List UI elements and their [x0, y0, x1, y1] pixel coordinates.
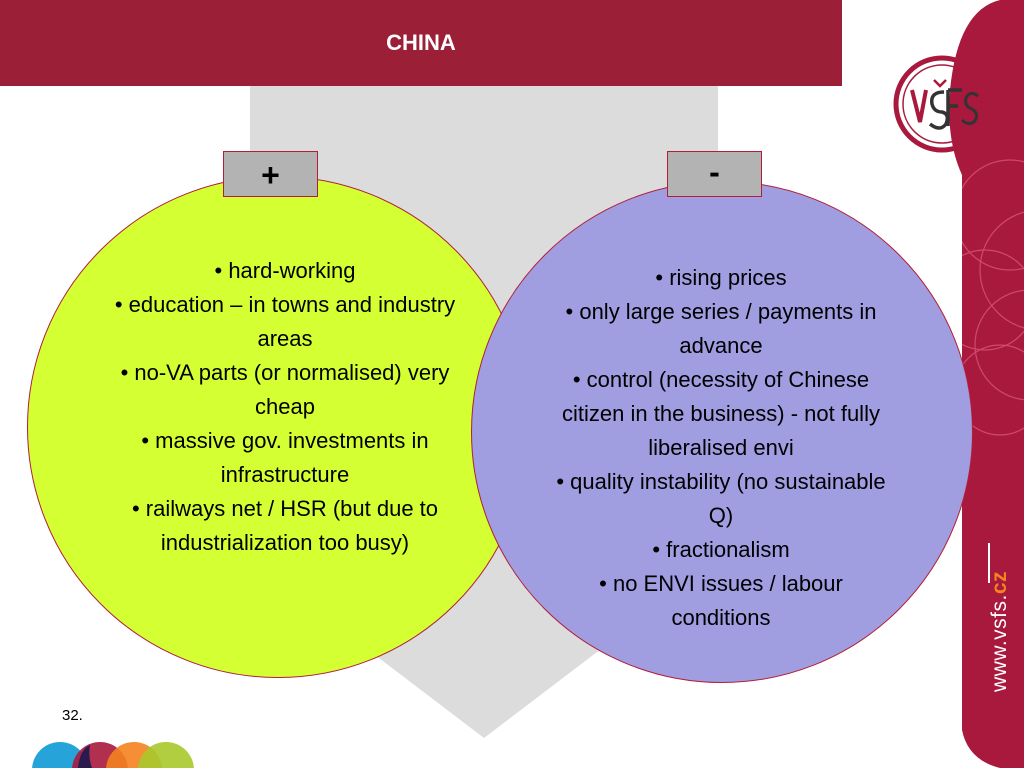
vsfs-logo-icon: [893, 55, 991, 153]
list-item: • control (necessity of Chinese citizen …: [562, 367, 880, 460]
cons-circle: [471, 181, 973, 683]
title-bar: [0, 0, 842, 86]
website-divider: [988, 543, 990, 583]
list-item: • education – in towns and industry area…: [114, 292, 456, 351]
slide-title: CHINA: [386, 30, 456, 55]
list-item: • no-VA parts (or normalised) very cheap: [120, 360, 450, 419]
minus-sign-box: -: [667, 151, 762, 197]
pros-list: • hard-working • education – in towns an…: [105, 254, 465, 560]
website-url[interactable]: www.vsfs.cz: [988, 571, 1012, 692]
decorative-dots-icon: [32, 742, 194, 768]
list-item: • rising prices: [655, 265, 787, 290]
pros-circle: [27, 176, 529, 678]
list-item: • hard-working: [214, 258, 356, 283]
website-prefix: www.vsfs.: [988, 594, 1011, 692]
page-number: 32.: [62, 707, 83, 724]
list-item: • no ENVI issues / labour conditions: [599, 571, 843, 630]
website-suffix: cz: [988, 570, 1011, 595]
list-item: • massive gov. investments in infrastruc…: [141, 428, 429, 487]
plus-sign-box: +: [223, 151, 318, 197]
list-item: • fractionalism: [652, 537, 790, 562]
list-item: • quality instability (no sustainable Q): [556, 469, 886, 528]
list-item: • railways net / HSR (but due to industr…: [131, 496, 439, 555]
list-item: • only large series / payments in advanc…: [565, 299, 877, 358]
cons-list: • rising prices • only large series / pa…: [548, 261, 894, 635]
